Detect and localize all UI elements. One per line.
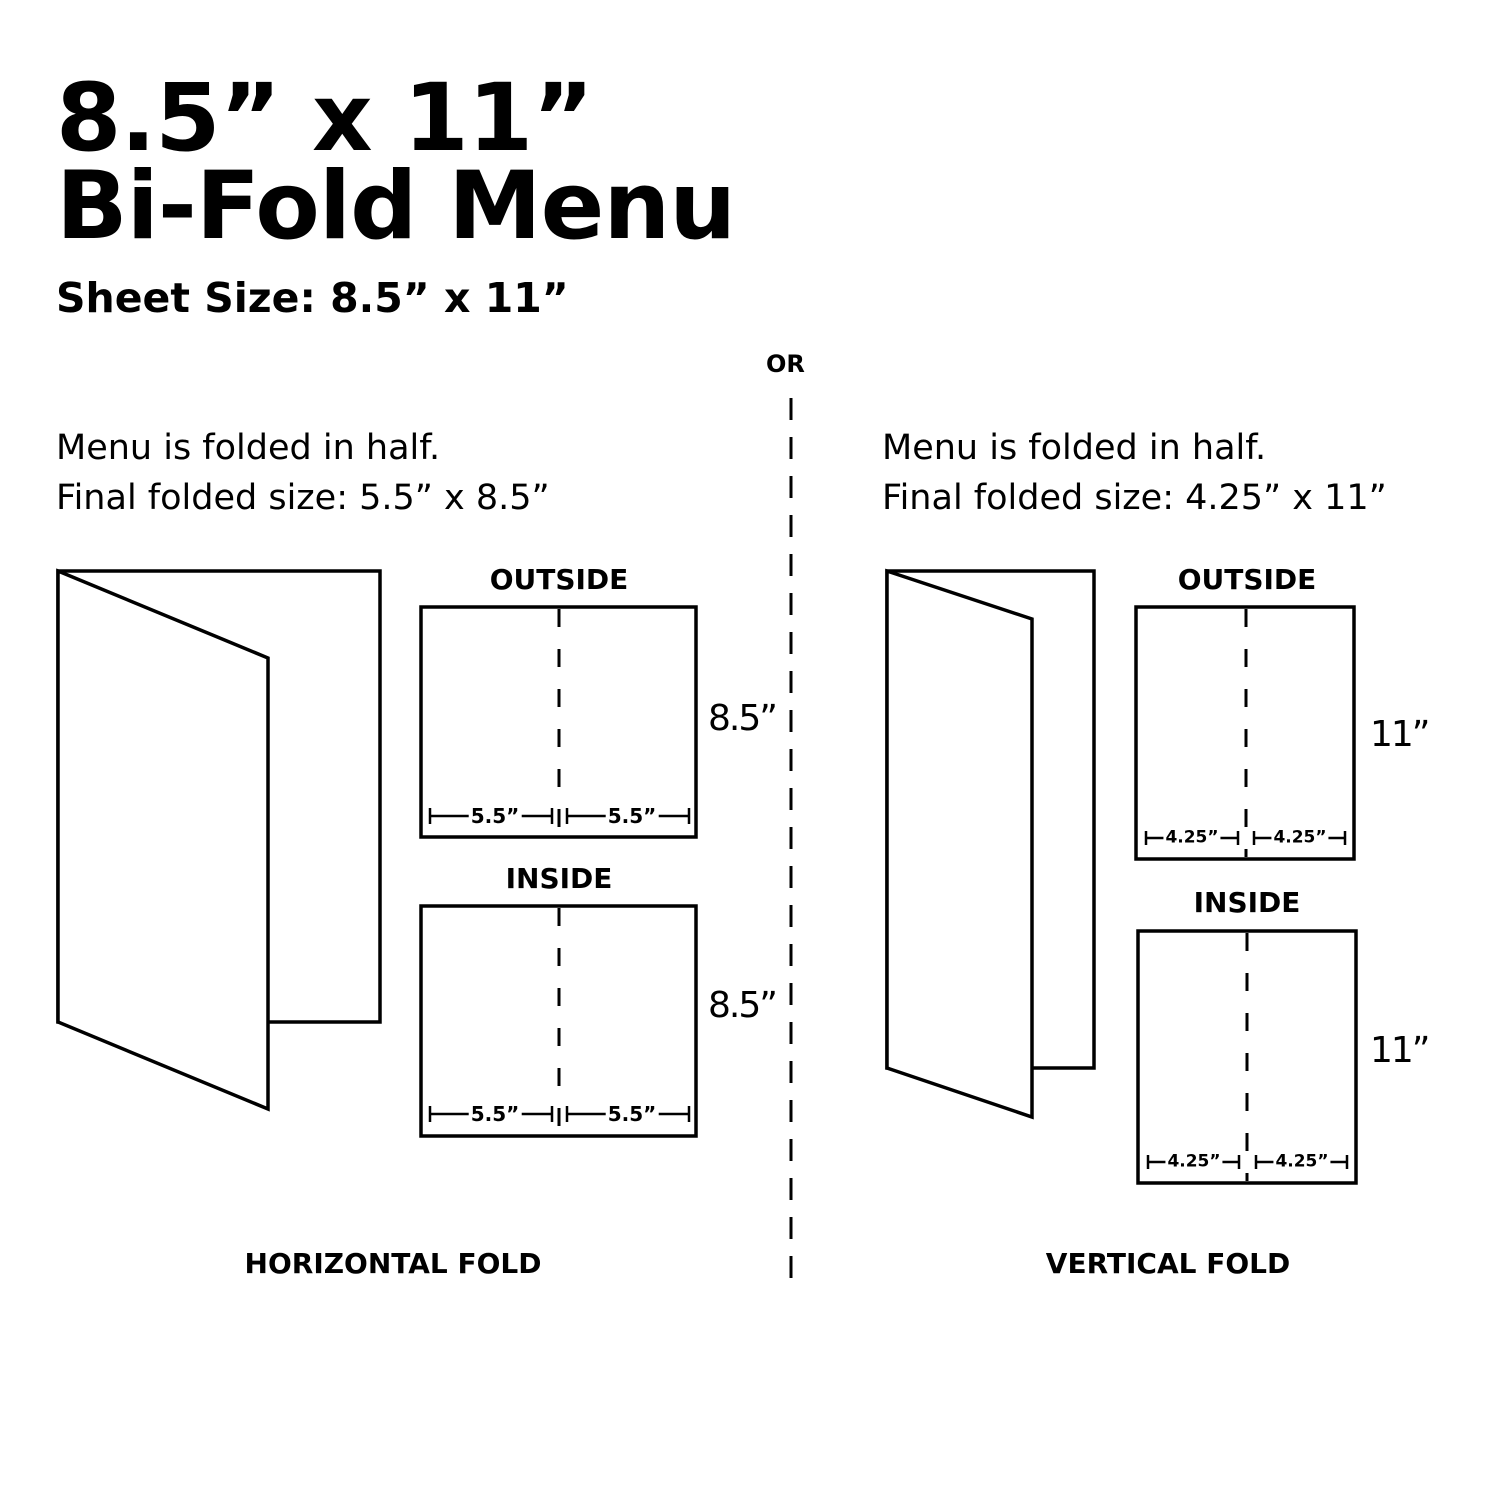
horizontal-outside-label: OUTSIDE: [489, 563, 629, 596]
horizontal-outside-panel: [419, 605, 698, 839]
horizontal-inside-label: INSIDE: [505, 862, 613, 895]
vertical-outside-left-width: 4.25”: [1163, 827, 1221, 848]
vertical-inside-panel: [1136, 929, 1358, 1185]
vertical-description-line1: Menu is folded in half.: [882, 428, 1267, 468]
horizontal-fold-description: Menu is folded in half. Final folded siz…: [56, 423, 550, 523]
vertical-inside-height-label: 11”: [1370, 1030, 1430, 1071]
vertical-fold-caption: VERTICAL FOLD: [1045, 1247, 1291, 1280]
vertical-inside-label: INSIDE: [1193, 886, 1301, 919]
vertical-outside-label: OUTSIDE: [1177, 563, 1317, 596]
vertical-outside-panel: [1134, 605, 1356, 861]
vertical-outside-height-label: 11”: [1370, 714, 1430, 755]
horizontal-fold-illustration: [56, 568, 382, 1112]
vertical-inside-right-width: 4.25”: [1273, 1151, 1331, 1172]
or-divider-label: OR: [766, 350, 805, 378]
horizontal-inside-left-width: 5.5”: [468, 1102, 522, 1126]
horizontal-outside-left-width: 5.5”: [468, 804, 522, 828]
horizontal-fold-caption: HORIZONTAL FOLD: [244, 1247, 542, 1280]
vertical-description-line2: Final folded size: 4.25” x 11”: [882, 478, 1387, 518]
horizontal-inside-right-width: 5.5”: [605, 1102, 659, 1126]
horizontal-description-line2: Final folded size: 5.5” x 8.5”: [56, 478, 550, 518]
vertical-outside-right-width: 4.25”: [1271, 827, 1329, 848]
horizontal-outside-right-width: 5.5”: [605, 804, 659, 828]
vertical-fold-illustration: [885, 568, 1096, 1120]
vertical-fold-description: Menu is folded in half. Final folded siz…: [882, 423, 1387, 523]
vertical-inside-left-width: 4.25”: [1165, 1151, 1223, 1172]
horizontal-inside-height-label: 8.5”: [708, 985, 778, 1026]
page-title-size: 8.5” x 11”: [56, 64, 594, 173]
horizontal-description-line1: Menu is folded in half.: [56, 428, 441, 468]
page-title: Bi-Fold Menu: [56, 152, 736, 261]
sheet-size-label: Sheet Size: 8.5” x 11”: [56, 274, 569, 322]
horizontal-outside-height-label: 8.5”: [708, 698, 778, 739]
